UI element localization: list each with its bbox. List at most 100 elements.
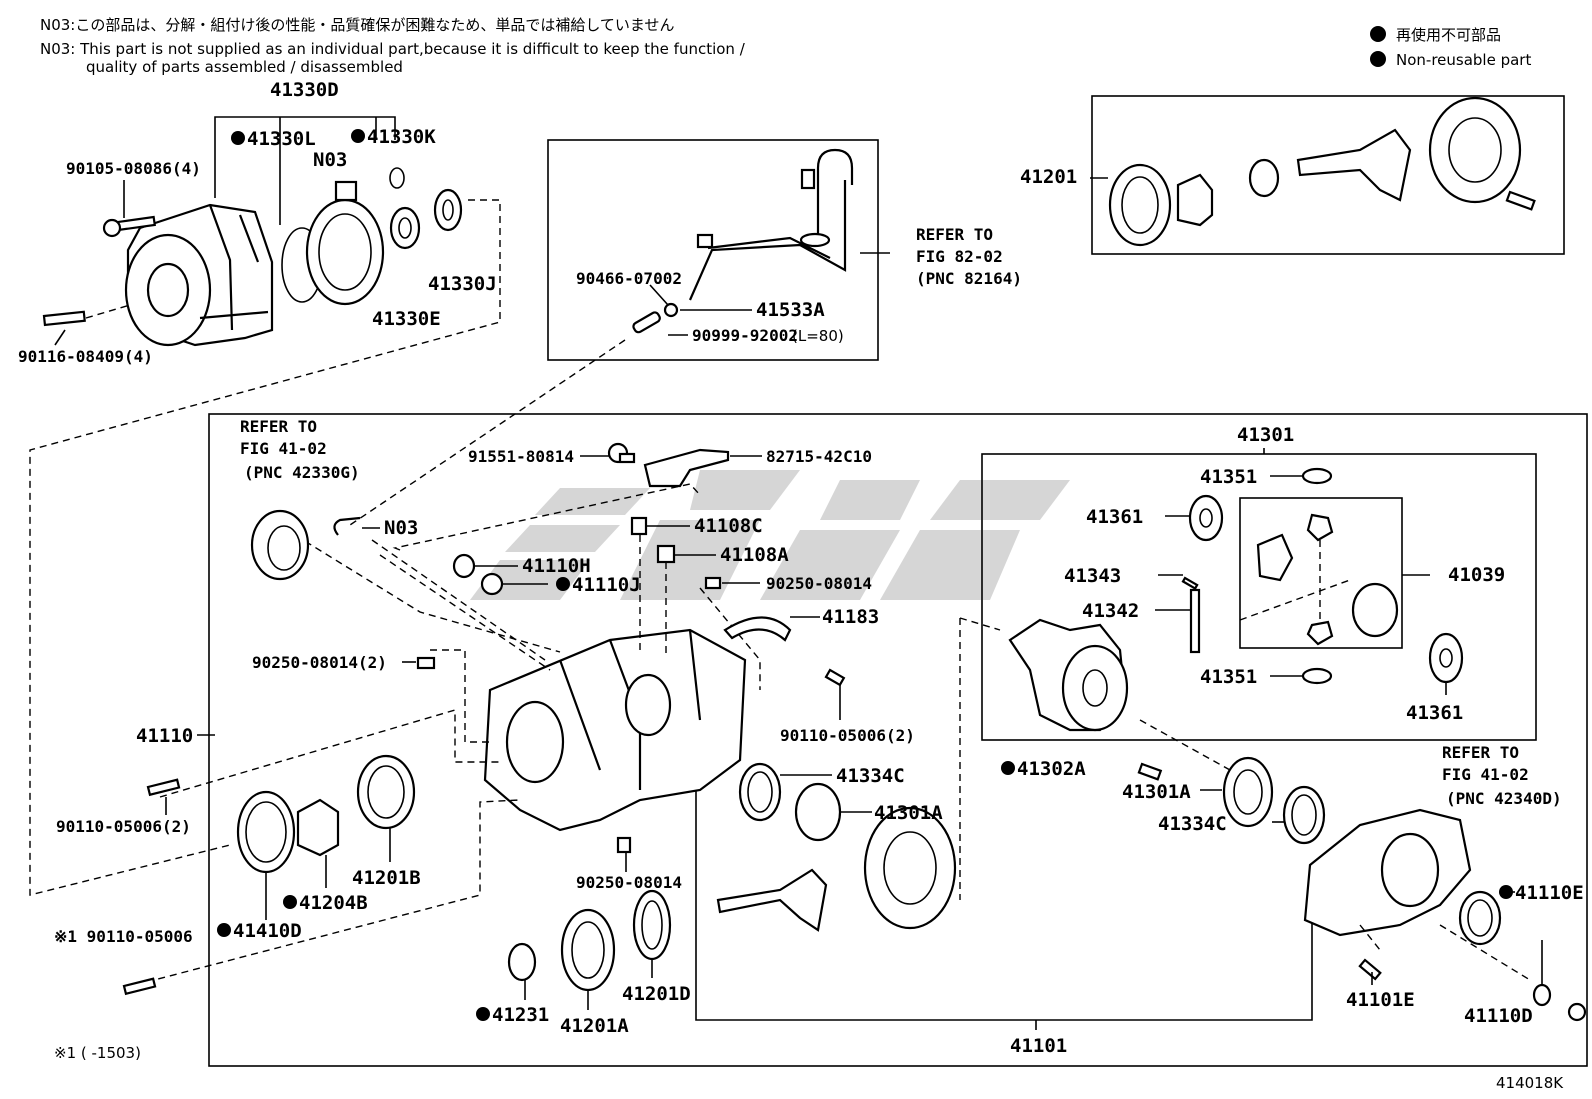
part-label-41330L[interactable]: 41330L — [247, 128, 316, 150]
part-label-41110J[interactable]: 41110J — [572, 574, 641, 596]
part-label-90999-length: (L=80) — [792, 327, 844, 345]
carrier-housing-41110 — [483, 628, 747, 832]
part-label-41330J[interactable]: 41330J — [428, 273, 497, 295]
oil-seal-41330N03 — [305, 180, 385, 306]
part-label-90250-08014-a[interactable]: 90250-08014 — [766, 574, 872, 593]
part-label-41183[interactable]: 41183 — [822, 606, 879, 628]
part-label-41361-b[interactable]: 41361 — [1406, 702, 1463, 724]
part-label-41330D[interactable]: 41330D — [270, 79, 339, 101]
washer-41351a — [1301, 467, 1333, 485]
non-reusable-marker — [283, 895, 297, 909]
part-label-41410D[interactable]: 41410D — [233, 920, 302, 942]
part-label-41343[interactable]: 41343 — [1064, 565, 1121, 587]
part-label-41108C[interactable]: 41108C — [694, 515, 763, 537]
diff-carrier-cover — [1303, 808, 1472, 937]
part-label-90110-05006-2-b[interactable]: 90110-05006(2) — [56, 817, 191, 836]
part-label-90110-05006-star[interactable]: ※1 90110-05006 — [54, 927, 193, 946]
part-label-91551-80814[interactable]: 91551-80814 — [468, 447, 574, 466]
part-label-41110E[interactable]: 41110E — [1515, 882, 1584, 904]
part-label-41101E[interactable]: 41101E — [1346, 989, 1415, 1011]
washer-41330J — [433, 188, 463, 232]
part-label-41110[interactable]: 41110 — [136, 725, 193, 747]
pinion-set-frame — [1239, 497, 1403, 649]
legend-dot-en — [1370, 51, 1386, 67]
washer-41361b — [1428, 632, 1464, 684]
part-label-41334C-b[interactable]: 41334C — [1158, 813, 1227, 835]
seal-42330G — [250, 509, 310, 581]
non-reusable-marker — [231, 131, 245, 145]
part-label-90105-08086[interactable]: 90105-08086(4) — [66, 159, 201, 178]
seal-41110E — [1458, 890, 1502, 946]
part-label-41330E[interactable]: 41330E — [372, 308, 441, 330]
washer-41361a — [1188, 494, 1224, 542]
part-label-41201D[interactable]: 41201D — [622, 983, 691, 1005]
bolt-90110b — [146, 778, 181, 797]
pinion-gears-41039 — [1256, 513, 1399, 646]
drive-pinion — [716, 868, 828, 932]
part-label-41533A[interactable]: 41533A — [756, 299, 825, 321]
clip-90466 — [663, 302, 679, 318]
part-label-82715-42C10[interactable]: 82715-42C10 — [766, 447, 872, 466]
nut-41204B — [296, 798, 340, 857]
part-label-41101[interactable]: 41101 — [1010, 1035, 1067, 1057]
leader-lines — [54, 177, 1543, 1010]
part-label-41301A-b[interactable]: 41301A — [1122, 781, 1191, 803]
plug-41108A — [656, 544, 676, 564]
part-label-90250-08014-c[interactable]: 90250-08014 — [576, 873, 682, 892]
extension-housing — [124, 203, 274, 347]
refer-text-42330G-line1: REFER TO — [240, 417, 317, 436]
part-label-90250-08014-2[interactable]: 90250-08014(2) — [252, 653, 387, 672]
diff-case — [1008, 618, 1129, 732]
baffle-41183 — [723, 616, 792, 642]
part-label-41342[interactable]: 41342 — [1082, 600, 1139, 622]
sensor-82715 — [643, 448, 730, 488]
part-label-41110H[interactable]: 41110H — [522, 555, 591, 577]
watermark-logo — [470, 470, 1070, 600]
bearing-41201A — [560, 908, 616, 992]
part-label-N03-b[interactable]: N03 — [384, 517, 418, 539]
part-label-41201A[interactable]: 41201A — [560, 1015, 629, 1037]
refer-text-42340D-line3: (PNC 42340D) — [1446, 789, 1562, 808]
part-label-41201B[interactable]: 41201B — [352, 867, 421, 889]
pin-90250b — [416, 656, 436, 670]
o-ring-41330K — [389, 167, 405, 189]
part-label-41108A[interactable]: 41108A — [720, 544, 789, 566]
part-label-41201[interactable]: 41201 — [1020, 166, 1077, 188]
hose-90999 — [632, 311, 661, 334]
part-label-41302A[interactable]: 41302A — [1017, 758, 1086, 780]
bolt-90105 — [102, 215, 157, 238]
part-label-41330K[interactable]: 41330K — [367, 126, 436, 148]
part-label-41301[interactable]: 41301 — [1237, 424, 1294, 446]
part-labels[interactable]: 41330D 41330L 41330K N03 90105-08086(4) … — [18, 79, 1584, 1057]
part-label-41334C-a[interactable]: 41334C — [836, 765, 905, 787]
bracket-41101 — [695, 790, 1313, 1030]
figure-code: 414018K — [1496, 1074, 1564, 1092]
part-label-N03-a[interactable]: N03 — [313, 149, 347, 171]
bolt-90110a — [824, 668, 846, 687]
refer-text-82-02-line1: REFER TO — [916, 225, 993, 244]
note-en-1: N03: This part is not supplied as an ind… — [40, 40, 746, 58]
non-reusable-marker — [1499, 885, 1513, 899]
part-label-90466-07002[interactable]: 90466-07002 — [576, 269, 682, 288]
ring-gear — [863, 806, 957, 930]
bearing-41334Cb — [1282, 785, 1326, 845]
part-label-90110-05006-2-a[interactable]: 90110-05006(2) — [780, 726, 915, 745]
stud-90116 — [42, 310, 86, 327]
bearing-41334Ca — [738, 762, 782, 822]
legend: 再使用不可部品 Non-reusable part — [1370, 26, 1531, 69]
part-label-41361-a[interactable]: 41361 — [1086, 506, 1143, 528]
part-label-90116-08409[interactable]: 90116-08409(4) — [18, 347, 153, 366]
part-label-41204B[interactable]: 41204B — [299, 892, 368, 914]
part-label-41351-a[interactable]: 41351 — [1200, 466, 1257, 488]
part-label-41351-b[interactable]: 41351 — [1200, 666, 1257, 688]
washer-41330E — [389, 206, 421, 250]
part-label-90999-92002[interactable]: 90999-92002 — [692, 326, 798, 345]
pin-41343 — [1181, 576, 1199, 590]
part-label-41039[interactable]: 41039 — [1448, 564, 1505, 586]
legend-dot-jp — [1370, 26, 1386, 42]
pin-90250c — [616, 836, 632, 854]
part-label-41231[interactable]: 41231 — [492, 1004, 549, 1026]
part-label-41110D[interactable]: 41110D — [1464, 1005, 1533, 1027]
part-label-41301A-a[interactable]: 41301A — [874, 802, 943, 824]
